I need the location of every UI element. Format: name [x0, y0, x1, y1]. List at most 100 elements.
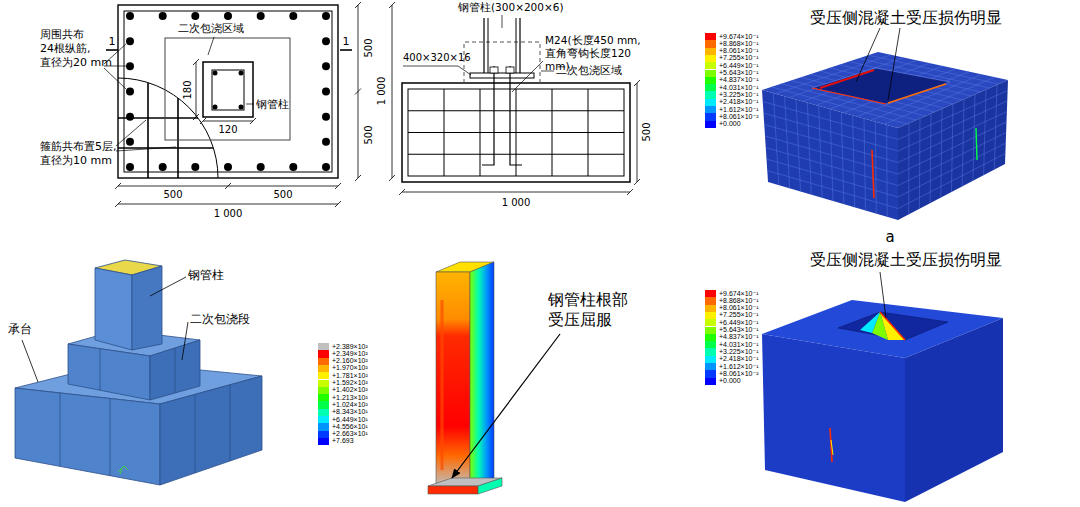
- legend-value: +5.643×10⁻¹: [719, 326, 759, 333]
- legend-value: +9.674×10⁻¹: [719, 290, 759, 297]
- rebar-dot: [322, 12, 330, 20]
- rebar-dot: [322, 113, 330, 121]
- callout-text: 受压侧混凝土受压损伤明显: [810, 8, 1002, 28]
- legend-value: +5.643×10⁻¹: [719, 69, 759, 76]
- legend-value: +4.031×10⁻¹: [719, 84, 759, 91]
- rebar-dot: [224, 163, 232, 171]
- legend-swatch: [705, 121, 716, 128]
- legend-value: +1.024×10²: [332, 401, 368, 408]
- dimension-label: 400×320×16: [403, 52, 471, 65]
- legend-value: +2.418×10⁻¹: [719, 98, 759, 105]
- legend-swatch: [318, 438, 329, 445]
- mesh-line: [898, 112, 1007, 163]
- legend-swatch: [705, 70, 716, 77]
- legend-swatch: [705, 290, 716, 297]
- mesh-line: [767, 171, 898, 209]
- cap-damage-contour: [762, 272, 1003, 502]
- rebar-dot: [322, 37, 330, 45]
- part-label: 钢管柱: [256, 98, 289, 112]
- legend-swatch: [318, 358, 329, 365]
- legend-swatch: [705, 341, 716, 348]
- legend-value: +3.225×10⁻¹: [719, 348, 759, 355]
- legend-swatch: [318, 423, 329, 430]
- rebar-dot: [126, 12, 134, 20]
- legend-swatch: [705, 106, 716, 113]
- part-label: 钢管柱(300×200×6): [458, 1, 564, 14]
- callout-text: 钢管柱根部 受压屈服: [548, 290, 632, 330]
- section-mark: 1: [343, 35, 350, 49]
- rebar-dot: [126, 138, 134, 146]
- column-stress-contour: [428, 262, 560, 494]
- legend-swatch: [318, 380, 329, 387]
- model-3d: [15, 260, 262, 485]
- part-label: 承台: [8, 322, 32, 337]
- dimension-label: 500: [163, 189, 182, 202]
- legend-value: +1.213×10²: [332, 394, 368, 401]
- dimension-label: 1 000: [376, 77, 389, 106]
- legend-value: +6.449×10¹: [332, 416, 368, 423]
- legend-swatch: [705, 62, 716, 69]
- mesh-line: [765, 136, 898, 174]
- rebar-dot: [257, 163, 265, 171]
- legend-value: +4.837×10⁻¹: [719, 76, 759, 83]
- mesh-line: [898, 122, 1007, 174]
- legend-swatch: [705, 33, 716, 40]
- mesh-line: [898, 91, 1008, 140]
- legend-swatch: [318, 350, 329, 357]
- legend-value: +4.556×10¹: [332, 423, 368, 430]
- rebar-dot: [126, 37, 134, 45]
- dimension-label: 180: [182, 80, 195, 99]
- legend-value: +6.449×10⁻¹: [719, 319, 759, 326]
- rebar-dot: [126, 62, 134, 70]
- rebar-dot: [191, 12, 199, 20]
- mesh-line: [898, 101, 1007, 151]
- region-label: 二次包浇区域: [178, 22, 244, 36]
- annotation-note: 周围共布 24根纵筋, 直径为20 mm: [40, 28, 118, 69]
- legend-swatch: [705, 370, 716, 377]
- legend-value: +2.663×10¹: [332, 430, 368, 437]
- legend-swatch: [705, 356, 716, 363]
- section-mark: 1: [109, 35, 116, 49]
- legend-value: +7.255×10⁻¹: [719, 54, 759, 61]
- rebar-dot: [322, 62, 330, 70]
- legend-swatch: [705, 319, 716, 326]
- legend-swatch: [318, 372, 329, 379]
- legend-swatch: [318, 416, 329, 423]
- legend-value: +1.612×10⁻¹: [719, 106, 759, 113]
- mesh-line: [898, 154, 1005, 209]
- legend-value: +1.612×10⁻¹: [719, 363, 759, 370]
- rebar-dot: [289, 12, 297, 20]
- legend-swatch: [705, 77, 716, 84]
- rebar-dot: [159, 163, 167, 171]
- legend-value: +7.255×10⁻¹: [719, 311, 759, 318]
- dimension-label: 500: [363, 125, 376, 144]
- rebar-dot: [257, 12, 265, 20]
- legend-value: +9.674×10⁻¹: [719, 33, 759, 40]
- mesh-line: [898, 133, 1006, 186]
- legend-swatch: [318, 431, 329, 438]
- part-label: 钢管柱: [188, 268, 224, 283]
- legend-value: +4.837×10⁻¹: [719, 333, 759, 340]
- legend-swatch: [318, 387, 329, 394]
- legend-swatch: [705, 378, 716, 385]
- damage-cube: [762, 28, 1008, 220]
- legend-value: +2.160×10²: [332, 357, 368, 364]
- legend-value: +3.225×10⁻¹: [719, 91, 759, 98]
- legend-value: +8.061×10⁻²: [719, 113, 759, 120]
- legend-value: +6.449×10⁻¹: [719, 62, 759, 69]
- callout-text: 受压侧混凝土受压损伤明显: [810, 250, 1002, 270]
- legend-value: +0.000: [719, 377, 741, 384]
- legend-swatch: [705, 312, 716, 319]
- legend-swatch: [705, 334, 716, 341]
- legend-swatch: [705, 348, 716, 355]
- legend-swatch: [705, 363, 716, 370]
- legend-value: +8.061×10⁻¹: [719, 47, 759, 54]
- dimension-label: 120: [218, 124, 237, 137]
- panel-letter: a: [885, 228, 894, 247]
- rebar-dot: [159, 12, 167, 20]
- mesh-line: [764, 125, 898, 163]
- dimension-label: 500: [641, 122, 654, 141]
- dimension-label: 500: [363, 38, 376, 57]
- region-label: 二次包浇区域: [556, 64, 622, 77]
